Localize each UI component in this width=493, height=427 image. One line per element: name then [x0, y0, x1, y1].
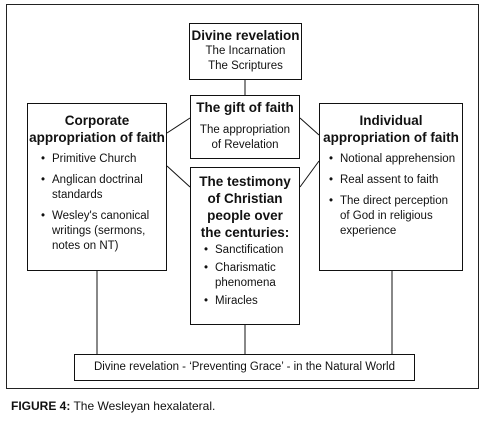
corporate-list: Primitive Church Anglican doctrinal stan…: [40, 152, 160, 254]
gift-of-faith-title: The gift of faith: [196, 100, 294, 115]
divine-revelation-box: Divine revelation The Incarnation The Sc…: [189, 23, 302, 80]
connector-individual-testimony: [299, 160, 320, 188]
divine-revelation-line-2: The Scriptures: [208, 60, 283, 72]
figure-caption-text: The Wesleyan hexalateral.: [70, 399, 216, 413]
connector-corporate-gift: [166, 117, 191, 134]
natural-world-box: Divine revelation - ‘Preventing Grace’ -…: [74, 354, 415, 381]
testimony-box: The testimony of Christian people over t…: [190, 167, 300, 325]
individual-title-line-1: Individual: [359, 113, 423, 128]
connector-corporate-testimony: [166, 165, 191, 188]
figure-frame: [6, 4, 479, 389]
gift-of-faith-box: The gift of faith The appropriation of R…: [190, 95, 300, 159]
testimony-item: Miracles: [203, 294, 289, 309]
corporate-title-line-2: appropriation of faith: [29, 130, 165, 145]
corporate-item: Anglican doctrinal standards: [40, 173, 160, 203]
individual-item: The direct perception of God in religiou…: [328, 194, 456, 239]
figure-caption-label: FIGURE 4:: [11, 399, 71, 413]
natural-world-text: Divine revelation - ‘Preventing Grace’ -…: [93, 361, 396, 373]
connector-individual-gift: [299, 117, 320, 136]
testimony-list: Sanctification Charismatic phenomena Mir…: [203, 243, 289, 309]
gift-of-faith-line-1: The appropriation: [199, 124, 291, 136]
gift-of-faith-line-2: of Revelation: [211, 139, 279, 151]
corporate-item: Wesley's canonical writings (sermons, no…: [40, 209, 160, 254]
testimony-item: Sanctification: [203, 243, 289, 258]
testimony-title-line-4: the centuries:: [200, 225, 290, 240]
divine-revelation-line-1: The Incarnation: [205, 45, 286, 57]
individual-list: Notional apprehension Real assent to fai…: [328, 152, 456, 239]
individual-item: Notional apprehension: [328, 152, 456, 167]
testimony-title-line-3: people over: [207, 208, 283, 223]
testimony-title-line-2: of Christian: [207, 191, 283, 206]
individual-appropriation-box: Individual appropriation of faith Notion…: [319, 103, 463, 271]
corporate-item: Primitive Church: [40, 152, 160, 167]
corporate-appropriation-box: Corporate appropriation of faith Primiti…: [27, 103, 167, 271]
individual-title-line-2: appropriation of faith: [323, 130, 459, 145]
individual-item: Real assent to faith: [328, 173, 456, 188]
divine-revelation-title: Divine revelation: [191, 28, 300, 43]
testimony-title-line-1: The testimony: [199, 174, 291, 189]
testimony-item: Charismatic phenomena: [203, 261, 289, 291]
figure-caption: FIGURE 4: The Wesleyan hexalateral.: [11, 399, 215, 413]
corporate-title-line-1: Corporate: [64, 113, 130, 128]
